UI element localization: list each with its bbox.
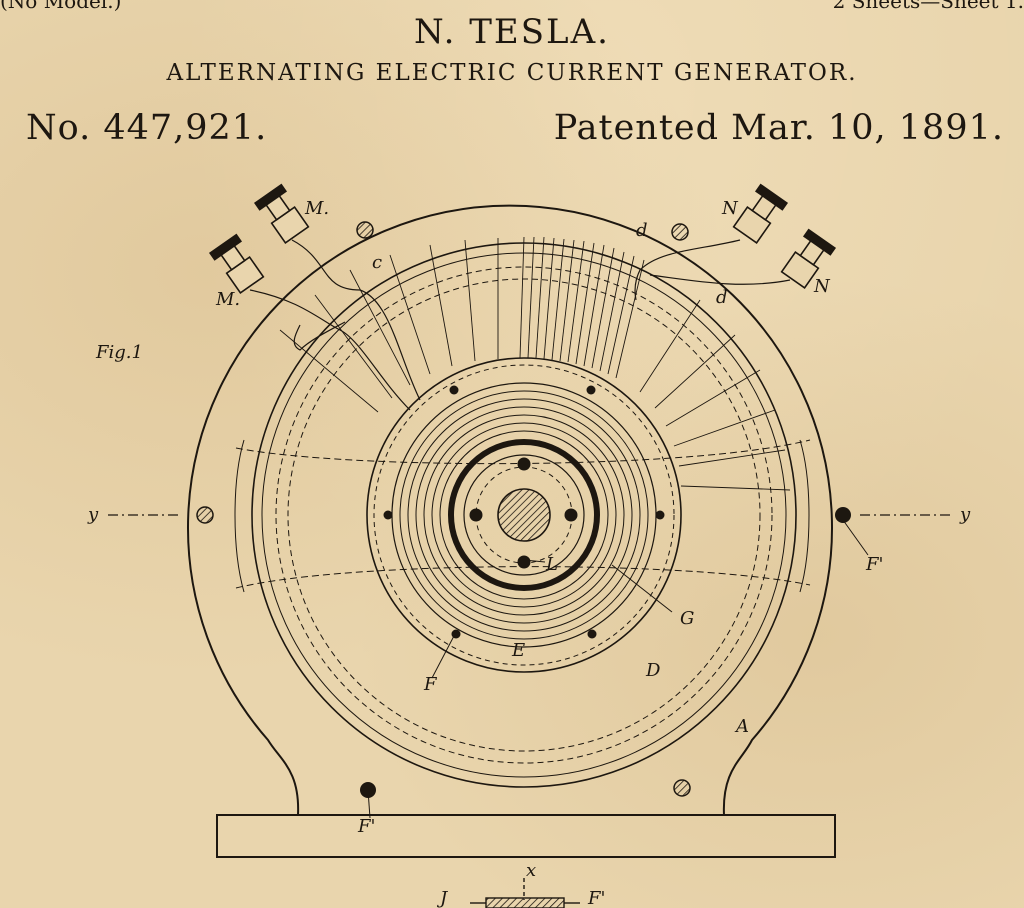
label-A: A [734, 716, 749, 737]
bolt [517, 555, 531, 569]
bolt [449, 385, 459, 395]
label-c: c [372, 252, 382, 273]
terminal-M-top [253, 183, 310, 244]
label-G: G [680, 608, 694, 629]
patent-number: No. 447,921. [26, 108, 268, 148]
label-y-right: y [959, 504, 971, 525]
core-ring [448, 439, 600, 591]
label-N-top: N [721, 198, 739, 219]
figure-label: Fig.1 [95, 342, 143, 363]
label-F1-base: F' [587, 888, 605, 908]
wire-c [291, 239, 421, 401]
wire-d [634, 239, 741, 301]
bolt [564, 508, 578, 522]
inventor-name: N. TESLA. [414, 12, 610, 52]
label-J: J [436, 888, 449, 908]
label-E: E [511, 640, 525, 661]
label-d-right: d [716, 287, 728, 308]
invention-title: ALTERNATING ELECTRIC CURRENT GENERATOR. [166, 60, 858, 86]
terminals [208, 183, 837, 294]
bolt [655, 510, 665, 520]
bolt [517, 457, 531, 471]
bolt [383, 510, 393, 520]
bolt [469, 508, 483, 522]
label-D: D [645, 660, 661, 681]
bolt [586, 385, 596, 395]
terminal-M-left [208, 233, 265, 294]
frame-outline [187, 204, 833, 816]
shaft [497, 488, 551, 542]
bolt [835, 507, 851, 523]
bolt [587, 629, 597, 639]
bolt [196, 506, 214, 524]
patent-date: Patented Mar. 10, 1891. [553, 108, 1004, 148]
label-d-top: d [636, 220, 648, 241]
label-M-left: M. [215, 289, 240, 310]
label-F: F [423, 674, 438, 695]
label-F1-bottom: F' [357, 816, 375, 837]
field-ring-dashed [275, 266, 773, 764]
bolt [356, 221, 374, 239]
label-N-right: N [813, 276, 831, 297]
label-L: L [545, 554, 558, 575]
bolt [451, 629, 461, 639]
bolt [671, 223, 689, 241]
base-plate [216, 814, 836, 858]
bolt [360, 782, 376, 798]
label-F1-right: F' [865, 554, 883, 575]
label-M-top: M. [304, 198, 329, 219]
label-x: x [526, 860, 536, 881]
terminal-N-right [780, 228, 837, 289]
sheet-note: 2 Sheets—Sheet 1. [832, 0, 1024, 13]
label-y-left: y [87, 504, 99, 525]
model-note: (No Model.) [0, 0, 122, 13]
bolt [673, 779, 691, 797]
terminal-N-top [732, 183, 789, 244]
